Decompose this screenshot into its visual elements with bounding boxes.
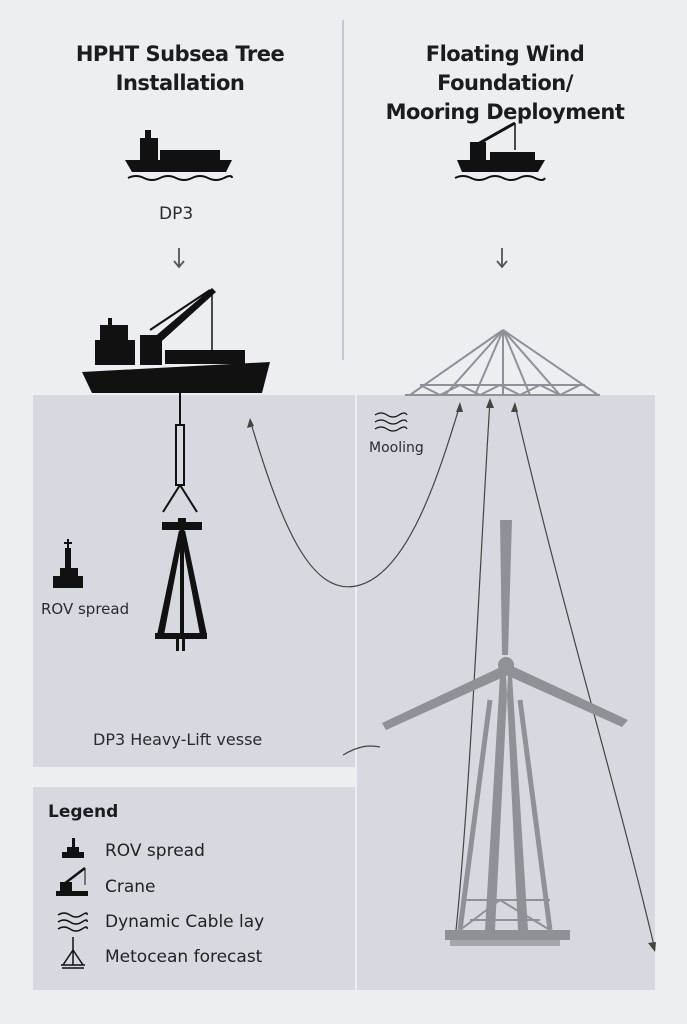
arrow-head-icons — [247, 398, 656, 952]
legend-mast-icon — [61, 937, 85, 969]
dp3-small-vessel-icon — [125, 130, 232, 172]
arrow-down-icon — [173, 248, 185, 269]
subsea-tree-icon — [155, 518, 207, 651]
left-column-title: HPHT Subsea Tree Installation — [40, 40, 320, 98]
legend-item-crane: Crane — [105, 877, 156, 897]
legend-item-cable: Dynamic Cable lay — [105, 912, 265, 932]
vessel-label: DP3 — [159, 204, 194, 224]
legend-waves-icon — [57, 912, 88, 932]
heavy-lift-vessel-icon — [82, 288, 270, 393]
left-title-line2: Installation — [115, 71, 245, 95]
right-column-title: Floating Wind Foundation/ Mooring Deploy… — [355, 40, 655, 127]
waves-icon — [127, 175, 233, 181]
waves-icon — [454, 175, 546, 181]
right-title-line1: Floating Wind Foundation/ — [425, 42, 585, 95]
panel-caption: DP3 Heavy-Lift vesse — [93, 730, 263, 749]
rov-icon — [53, 539, 83, 588]
legend-crane-icon — [56, 867, 88, 896]
legend-title: Legend — [48, 802, 119, 822]
cable-curves — [249, 399, 656, 951]
crane-vessel-small-icon — [457, 121, 545, 172]
waves-icon — [374, 412, 408, 432]
mooring-label: Mooling — [369, 440, 424, 456]
left-title-line1: HPHT Subsea Tree — [75, 42, 285, 66]
legend-item-rov: ROV spread — [105, 841, 205, 861]
arrow-down-icon — [496, 248, 508, 269]
legend-panel — [33, 787, 355, 990]
tree-riser — [175, 424, 185, 486]
rov-label: ROV spread — [41, 600, 130, 618]
floating-truss-icon — [405, 329, 600, 397]
legend-rov-icon — [62, 838, 84, 858]
legend-item-metocean: Metocean forecast — [105, 947, 263, 967]
wind-turbine-icon — [382, 520, 628, 946]
right-title-line2: Mooring Deployment — [385, 100, 625, 124]
